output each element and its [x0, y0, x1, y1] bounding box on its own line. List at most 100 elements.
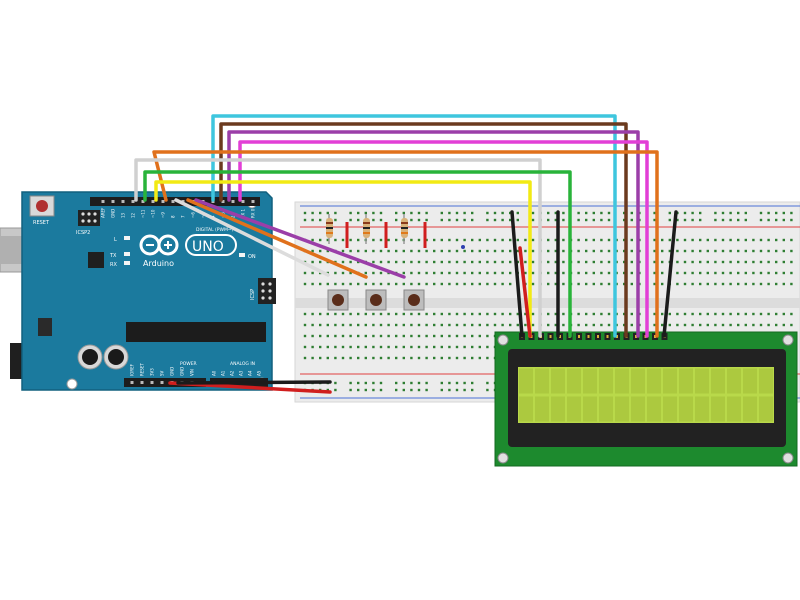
breadboard-hole — [493, 249, 497, 253]
breadboard-hole — [364, 388, 367, 392]
breadboard-hole — [395, 334, 398, 338]
breadboard-hole — [417, 312, 421, 316]
breadboard-hole — [562, 218, 565, 222]
breadboard-hole — [592, 323, 595, 327]
breadboard-hole — [759, 323, 763, 327]
breadboard-hole — [706, 312, 709, 316]
breadboard-hole — [493, 271, 497, 275]
breadboard-hole — [592, 218, 595, 222]
digital-pin-label: GND — [111, 209, 116, 218]
breadboard-hole — [319, 282, 322, 286]
breadboard-hole — [775, 238, 778, 242]
breadboard-hole — [706, 249, 709, 253]
breadboard-hole — [372, 249, 375, 253]
analog-pin-label: A5 — [257, 370, 262, 376]
breadboard-hole — [341, 271, 345, 275]
breadboard-hole — [737, 323, 740, 327]
breadboard-hole — [607, 312, 611, 316]
breadboard-hole — [623, 238, 626, 242]
breadboard-hole — [471, 334, 474, 338]
breadboard-hole — [463, 388, 466, 392]
breadboard-hole — [706, 260, 709, 264]
reset-button-cap[interactable] — [36, 200, 48, 212]
breadboard-hole — [691, 238, 694, 242]
breadboard-hole — [493, 218, 497, 222]
breadboard-hole — [607, 282, 611, 286]
push-button[interactable] — [327, 289, 349, 311]
breadboard-hole — [364, 381, 367, 385]
breadboard-hole — [493, 312, 497, 316]
digital-label: DIGITAL (PWM~) — [196, 227, 234, 233]
breadboard-hole — [737, 238, 740, 242]
breadboard-hole — [425, 238, 428, 242]
breadboard-hole — [524, 249, 527, 253]
analog-pin-label: A0 — [212, 370, 217, 376]
breadboard-hole — [623, 260, 626, 264]
header-pin — [160, 381, 164, 384]
push-button[interactable] — [365, 289, 387, 311]
breadboard-hole — [486, 211, 489, 215]
header-pin — [181, 200, 185, 203]
breadboard-hole — [357, 388, 360, 392]
breadboard-hole — [425, 211, 428, 215]
breadboard-hole — [455, 218, 459, 222]
breadboard-hole — [471, 388, 474, 392]
breadboard-hole — [782, 211, 785, 215]
breadboard-hole — [326, 312, 329, 316]
breadboard-hole — [334, 218, 337, 222]
breadboard-hole — [676, 282, 679, 286]
breadboard-hole — [478, 323, 481, 327]
analog-pin-label: A3 — [239, 370, 244, 376]
breadboard-hole — [531, 282, 535, 286]
breadboard-hole — [379, 271, 383, 275]
breadboard-hole — [471, 381, 474, 385]
breadboard-hole — [357, 238, 360, 242]
usb-chip — [88, 252, 104, 268]
lcd-cell — [535, 368, 549, 394]
push-button[interactable] — [403, 289, 425, 311]
breadboard-hole — [402, 334, 405, 338]
breadboard-hole — [448, 238, 451, 242]
breadboard-hole — [683, 323, 687, 327]
breadboard-hole — [455, 260, 459, 264]
breadboard-hole — [501, 218, 504, 222]
breadboard-hole — [471, 345, 474, 349]
breadboard-hole — [744, 211, 747, 215]
breadboard-hole — [349, 282, 352, 286]
breadboard-hole — [729, 282, 732, 286]
breadboard-hole — [600, 211, 603, 215]
breadboard-hole — [395, 249, 398, 253]
lcd-pin-contact — [635, 335, 637, 338]
breadboard-hole — [585, 282, 588, 286]
breadboard-hole — [623, 282, 626, 286]
header-pin — [140, 381, 144, 384]
breadboard-hole — [790, 323, 793, 327]
breadboard-hole — [486, 218, 489, 222]
lcd-pin-contact — [559, 335, 561, 338]
breadboard-hole — [486, 271, 489, 275]
breadboard-hole — [683, 312, 687, 316]
breadboard-hole — [379, 312, 383, 316]
breadboard-hole — [364, 323, 367, 327]
breadboard-center-channel — [295, 298, 800, 308]
breadboard-hole — [463, 312, 466, 316]
breadboard-hole — [531, 323, 535, 327]
breadboard-hole — [326, 388, 329, 392]
breadboard-hole — [387, 356, 390, 360]
breadboard-hole — [402, 323, 405, 327]
breadboard-hole — [478, 282, 481, 286]
breadboard-hole — [455, 345, 459, 349]
breadboard-hole — [737, 271, 740, 275]
breadboard-hole — [623, 218, 626, 222]
breadboard-hole — [516, 238, 519, 242]
breadboard-hole — [478, 345, 481, 349]
breadboard-hole — [395, 211, 398, 215]
breadboard-hole — [349, 334, 352, 338]
breadboard-hole — [395, 218, 398, 222]
breadboard-hole — [729, 271, 732, 275]
breadboard-hole — [653, 218, 656, 222]
breadboard-hole — [326, 323, 329, 327]
breadboard-hole — [721, 249, 725, 253]
breadboard-hole — [516, 211, 519, 215]
breadboard-hole — [319, 312, 322, 316]
